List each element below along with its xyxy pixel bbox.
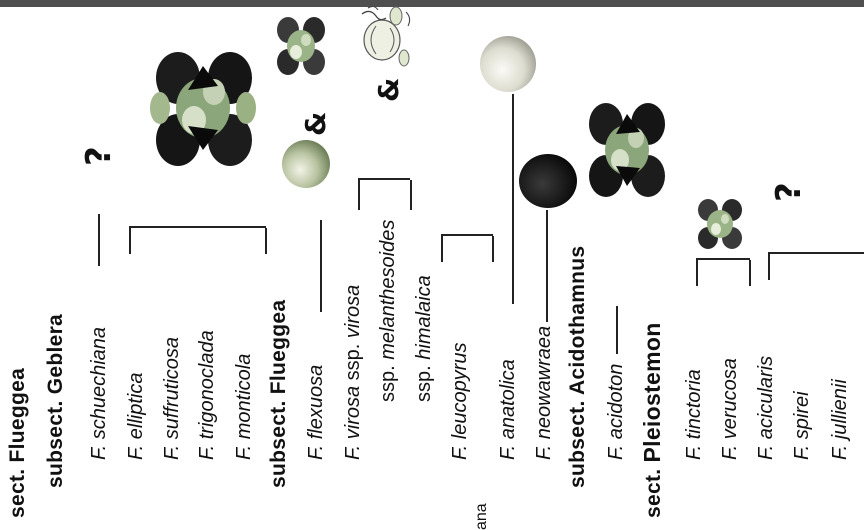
connector-anatolica: [512, 94, 514, 304]
ampersand-virosa: &: [375, 78, 403, 102]
small-fruit-cluster-icon: [272, 14, 330, 78]
bracket-virosa-tick-bottom: [410, 180, 412, 210]
label-melanthesoides: ssp. melanthesoides: [376, 220, 400, 402]
label-subsect-geblera: subsect. Geblera: [44, 314, 68, 488]
label-virosa-virosa: F. virosa ssp. virosa: [341, 285, 365, 460]
label-jullienii: F. jullienii: [828, 379, 852, 460]
label-suffruticosa: F. suffruticosa: [160, 337, 184, 460]
label-acicularis: F. acicularis: [754, 356, 778, 460]
bracket-acicularis-tick-top: [768, 254, 770, 280]
label-monticola: F. monticola: [232, 354, 256, 460]
bracket-geblera-spine: [129, 227, 266, 229]
large-fruit-cluster-icon: [584, 100, 670, 200]
bracket-pleiostemon-tick-top: [696, 260, 698, 286]
label-schuechiana: F. schuechiana: [87, 327, 111, 460]
bracket-virosa-spine: [358, 179, 410, 181]
black-sphere-icon: [518, 152, 578, 210]
label-anatolica: F. anatolica: [496, 359, 520, 460]
bracket-pleiostemon-spine: [696, 259, 750, 261]
label-neowawraea: F. neowawraea: [532, 326, 556, 460]
label-verucosa: F. verucosa: [718, 358, 742, 460]
label-sect-pleiostemon: sect. Pleiostemon: [640, 322, 666, 518]
bracket-virosa-tick-top: [358, 180, 360, 210]
label-subsect-flueggea: subsect. Flueggea: [267, 300, 291, 488]
label-flexuosa: F. flexuosa: [304, 365, 328, 460]
bracket-pleiostemon-tick-bottom: [749, 260, 751, 286]
label-spirei: F. spirei: [790, 391, 814, 460]
label-tinctoria: F. tinctoria: [682, 369, 706, 460]
bracket-acicularis-spine: [768, 253, 864, 255]
label-leucopyrus: F. leucopyrus: [448, 343, 472, 460]
connector-neowawraea: [546, 210, 548, 322]
bracket-himalaica-spine: [441, 235, 493, 237]
light-sphere-icon: [478, 34, 538, 94]
bracket-geblera-tick-bottom: [265, 228, 267, 254]
label-fragment-ana: ana: [470, 503, 494, 530]
connector-flexuosa: [320, 220, 322, 312]
small-fruit-cluster-icon: [694, 196, 746, 252]
large-fruit-cluster-icon: [148, 46, 258, 170]
question-mark-pleiostemon: ?: [772, 182, 806, 202]
label-trigonoclada: F. trigonoclada: [195, 330, 219, 460]
pale-capsule-cluster-icon: [352, 0, 418, 70]
label-subsect-acidothamnus: subsect. Acidothamnus: [566, 246, 590, 488]
bracket-himalaica-tick-bottom: [492, 236, 494, 262]
bracket-geblera-tick-top: [129, 228, 131, 254]
bracket-himalaica-tick-top: [441, 236, 443, 262]
label-sect-flueggea: sect. Flueggea: [6, 368, 30, 518]
green-sphere-icon: [280, 138, 332, 190]
connector-schuechiana: [98, 214, 100, 266]
label-himalaica: ssp. himalaica: [412, 275, 436, 402]
question-mark-geblera: ?: [82, 146, 116, 166]
connector-acidoton: [616, 306, 618, 354]
label-elliptica: F. elliptica: [124, 373, 148, 460]
label-acidoton: F. acidoton: [604, 364, 628, 460]
ampersand-flexuosa: &: [302, 112, 330, 136]
